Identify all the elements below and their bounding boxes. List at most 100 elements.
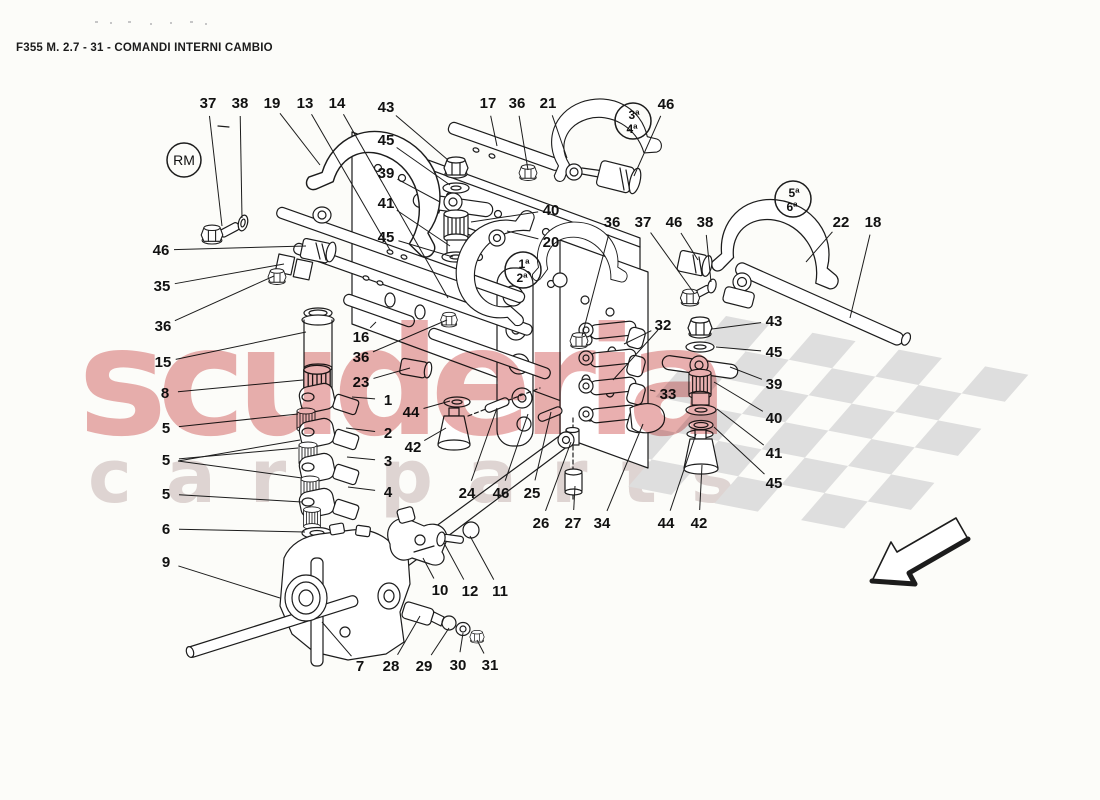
leader-line <box>175 331 307 360</box>
part-callout-35: 35 <box>154 278 171 295</box>
rod-15 <box>428 327 551 380</box>
part-callout-45: 45 <box>378 132 395 149</box>
part-callout-46: 46 <box>493 485 510 502</box>
part-callout-42: 42 <box>691 515 708 532</box>
flag-cell <box>808 368 876 404</box>
leader-line <box>534 411 552 481</box>
flag-cell <box>741 386 809 423</box>
cone-42 <box>694 429 707 440</box>
leader-line <box>715 346 762 352</box>
part-callout-1: 1 <box>384 392 392 409</box>
part-callout-43: 43 <box>766 313 783 330</box>
leader-line <box>581 234 610 337</box>
leader-line <box>178 565 281 599</box>
leader-line <box>347 486 376 491</box>
rod-16 <box>343 293 415 328</box>
plunger-28 <box>401 601 435 626</box>
part-callout-12: 12 <box>462 583 479 600</box>
flag-cell <box>894 384 962 421</box>
flag-cell <box>788 332 856 369</box>
bolt-11 <box>462 521 480 539</box>
flag-cell <box>914 420 982 456</box>
part-callout-19: 19 <box>264 95 281 112</box>
ring-29 <box>441 615 457 631</box>
part-callout-46: 46 <box>666 214 683 231</box>
part-callout-36: 36 <box>155 318 172 335</box>
leader-line <box>713 426 765 475</box>
leader-line <box>849 234 871 319</box>
part-callout-46: 46 <box>658 96 675 113</box>
finger-gate-stack <box>578 320 666 434</box>
part-callout-39: 39 <box>766 376 783 393</box>
part-callout-29: 29 <box>416 658 433 675</box>
leader-line <box>443 542 465 580</box>
part-callout-32: 32 <box>655 317 672 334</box>
leader-line <box>470 407 498 481</box>
leader-line <box>551 115 568 159</box>
part-callout-6: 6 <box>162 521 170 538</box>
center-cone-stack <box>437 396 471 451</box>
part-callout-36: 36 <box>604 214 621 231</box>
part-callout-8: 8 <box>161 385 169 402</box>
flag-cell <box>875 349 942 385</box>
part-callout-22: 22 <box>833 214 850 231</box>
leader-line <box>177 379 304 393</box>
part-callout-11: 11 <box>492 583 508 600</box>
part-callout-16: 16 <box>353 329 370 346</box>
flag-cell <box>722 351 789 387</box>
pin-24 <box>484 397 510 413</box>
flag-cell <box>867 474 935 510</box>
leader-line <box>711 322 762 330</box>
part-callout-5: 5 <box>162 486 170 503</box>
part-callout-4: 4 <box>384 484 393 501</box>
part-callout-36: 36 <box>353 349 370 366</box>
leader-line <box>177 439 301 462</box>
part-callout-33: 33 <box>660 386 677 403</box>
leader-line <box>279 112 321 166</box>
gear-circle <box>774 180 812 218</box>
part-callout-26: 26 <box>533 515 550 532</box>
part-callout-44: 44 <box>403 404 420 421</box>
part-callout-20: 20 <box>543 234 560 251</box>
bush-23 <box>399 357 428 379</box>
part-callout-21: 21 <box>540 95 557 112</box>
leader-line <box>469 535 495 580</box>
rm-badge-label: RM <box>173 152 195 168</box>
rod-14 <box>293 242 533 336</box>
part-callout-37: 37 <box>200 95 217 112</box>
left-hub-parts <box>267 237 337 285</box>
nut-31 <box>469 630 485 644</box>
part-callout-43: 43 <box>378 99 395 116</box>
flag-cell <box>828 403 895 440</box>
splined-bush <box>443 209 469 243</box>
part-callout-34: 34 <box>594 515 611 532</box>
leader-line <box>398 240 454 258</box>
leader-line <box>518 115 529 171</box>
part-callout-41: 41 <box>766 445 783 462</box>
part-callout-39: 39 <box>378 165 395 182</box>
part-callout-45: 45 <box>766 344 783 361</box>
leader-line <box>372 319 448 353</box>
leader-line <box>606 423 644 512</box>
leader-line <box>612 329 659 381</box>
part-callout-13: 13 <box>297 95 314 112</box>
part-callout-23: 23 <box>353 374 370 391</box>
leader-line <box>321 621 352 657</box>
part-callout-27: 27 <box>565 515 582 532</box>
rocker-1 <box>298 382 360 416</box>
leader-line <box>422 557 435 579</box>
leader-line <box>178 494 303 503</box>
leader-line <box>459 632 464 653</box>
flag-cell <box>801 493 868 529</box>
leader-line <box>397 178 441 203</box>
part-callout-2: 2 <box>384 425 392 442</box>
leader-line <box>396 147 451 186</box>
page-title: F355 M. 2.7 - 31 - COMANDI INTERNI CAMBI… <box>16 42 273 54</box>
part-callout-15: 15 <box>155 354 172 371</box>
leader-line <box>729 366 763 380</box>
leader-line <box>504 413 529 481</box>
